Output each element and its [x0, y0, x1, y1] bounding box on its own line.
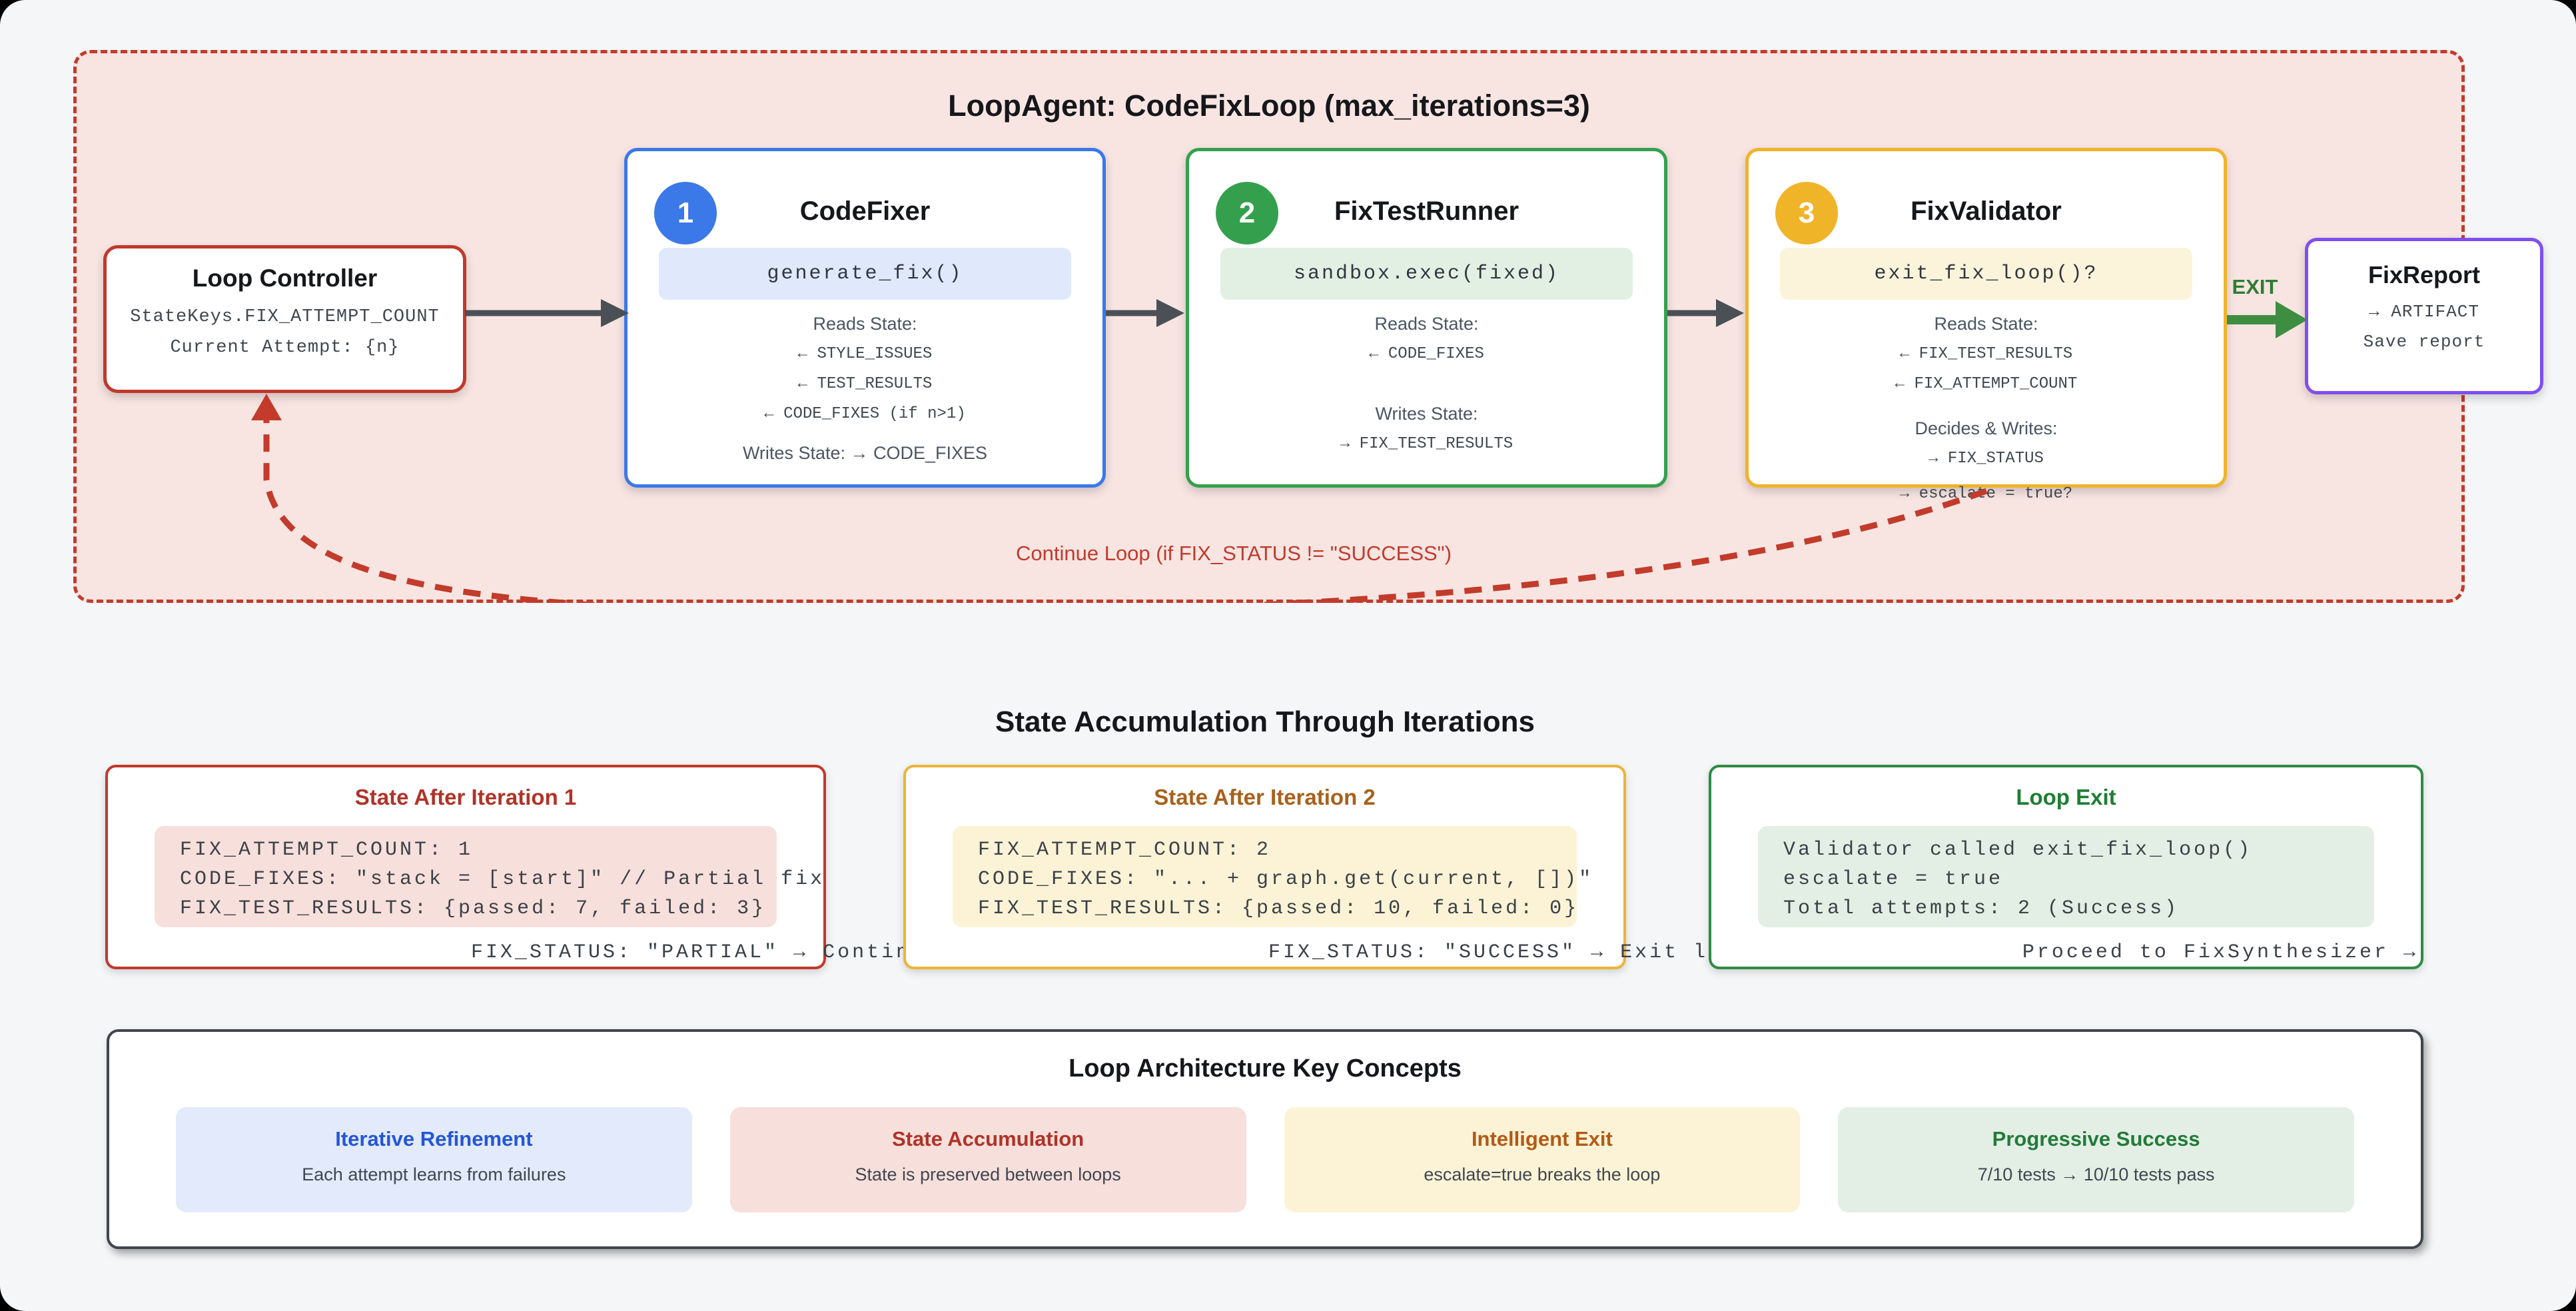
- concept-card-intelligent-exit: Intelligent Exit escalate=true breaks th…: [1284, 1107, 1801, 1212]
- code-line: FIX_TEST_RESULTS: {passed: 7, failed: 3}: [180, 897, 767, 920]
- concept-card-title: State Accumulation: [892, 1127, 1084, 1150]
- writes-item: → FIX_STATUS: [1929, 450, 2044, 468]
- agent-node-codefixer: 1 CodeFixer generate_fix() Reads State: …: [624, 148, 1106, 488]
- state-box-title: State After Iteration 2: [1154, 785, 1376, 809]
- concept-card-state-accumulation: State Accumulation State is preserved be…: [729, 1107, 1246, 1212]
- continue-loop-label: Continue Loop (if FIX_STATUS != "SUCCESS…: [1016, 542, 1452, 565]
- agent-title-codefixer: CodeFixer: [799, 197, 931, 226]
- fixreport-save: Save report: [2363, 332, 2485, 352]
- writes-item: → FIX_TEST_RESULTS: [1340, 435, 1513, 453]
- state-box-loop-exit: Loop Exit Validator called exit_fix_loop…: [1709, 765, 2423, 969]
- agent-node-fixtestrunner: 2 FixTestRunner sandbox.exec(fixed) Read…: [1186, 148, 1667, 488]
- writes-state-line: Writes State: → CODE_FIXES: [742, 443, 988, 463]
- agent-body: Reads State: ← CODE_FIXES Writes State: …: [1189, 309, 1664, 459]
- code-line: CODE_FIXES: "... + graph.get(current, []…: [978, 868, 1594, 891]
- loop-title: LoopAgent: CodeFixLoop (max_iterations=3…: [948, 89, 1590, 123]
- exit-label: EXIT: [2232, 275, 2278, 298]
- loop-controller-title: Loop Controller: [192, 264, 378, 292]
- step-badge-3: 3: [1775, 182, 1838, 244]
- state-code-block: FIX_ATTEMPT_COUNT: 2 CODE_FIXES: "... + …: [953, 826, 1594, 927]
- loop-controller-node: Loop Controller StateKeys.FIX_ATTEMPT_CO…: [103, 245, 466, 393]
- agent-body: Reads State: ← FIX_TEST_RESULTS ← FIX_AT…: [1749, 309, 2224, 509]
- fixreport-title: FixReport: [2367, 261, 2480, 288]
- step-badge-2: 2: [1216, 182, 1278, 244]
- state-footer-line: Proceed to FixSynthesizer →: [2022, 941, 2418, 964]
- code-line: FIX_ATTEMPT_COUNT: 2: [978, 839, 1272, 861]
- key-concepts-box: Loop Architecture Key Concepts Iterative…: [107, 1029, 2423, 1249]
- loop-agent-container: LoopAgent: CodeFixLoop (max_iterations=3…: [73, 50, 2543, 603]
- reads-item: ← STYLE_ISSUES: [797, 345, 933, 363]
- step-badge-1: 1: [654, 182, 717, 244]
- code-line: escalate = true: [1783, 868, 2004, 891]
- agent-code-pill: sandbox.exec(fixed): [1220, 248, 1633, 300]
- loop-back-arrow: [251, 394, 1988, 603]
- concept-card-title: Progressive Success: [1992, 1127, 2200, 1150]
- code-line: FIX_ATTEMPT_COUNT: 1: [180, 839, 474, 861]
- concept-card-subtitle: State is preserved between loops: [855, 1164, 1121, 1184]
- state-box-iteration-1: State After Iteration 1 FIX_ATTEMPT_COUN…: [105, 765, 1011, 969]
- reads-item: ← FIX_ATTEMPT_COUNT: [1895, 375, 2078, 393]
- concept-card-subtitle: 7/10 tests → 10/10 tests pass: [1977, 1164, 2215, 1184]
- agent-code-pill: exit_fix_loop()?: [1780, 248, 2192, 300]
- reads-item: ← FIX_TEST_RESULTS: [1899, 345, 2073, 363]
- fixreport-artifact: → ARTIFACT: [2368, 302, 2480, 322]
- escalate-line: → escalate = true?: [1899, 485, 2073, 503]
- state-section-title: State Accumulation Through Iterations: [995, 705, 1535, 738]
- reads-item: ← CODE_FIXES (if n>1): [764, 405, 966, 423]
- exit-arrow: [2227, 301, 2308, 338]
- fixreport-node: FixReport → ARTIFACT Save report: [2305, 238, 2543, 394]
- concept-card-subtitle: Each attempt learns from failures: [302, 1164, 566, 1184]
- spacer: [1189, 369, 1664, 399]
- loop-controller-statekey: StateKeys.FIX_ATTEMPT_COUNT: [130, 307, 440, 327]
- code-line: CODE_FIXES: "stack = [start]" // Partial…: [180, 868, 825, 891]
- concept-card-iterative-refinement: Iterative Refinement Each attempt learns…: [176, 1107, 692, 1212]
- reads-state-label: Reads State:: [1934, 314, 2038, 334]
- key-concepts-title: Loop Architecture Key Concepts: [1069, 1055, 1462, 1083]
- state-box-iteration-2: State After Iteration 2 FIX_ATTEMPT_COUN…: [903, 765, 1749, 969]
- code-line: Validator called exit_fix_loop(): [1783, 839, 2253, 861]
- agent-code-pill: generate_fix(): [659, 248, 1071, 300]
- flow-arrow-2: [1106, 299, 1184, 327]
- flow-arrow-1: [465, 299, 629, 327]
- concept-card-subtitle: escalate=true breaks the loop: [1424, 1164, 1661, 1184]
- decides-writes-label: Decides & Writes:: [1915, 418, 2058, 438]
- concept-card-title: Iterative Refinement: [335, 1127, 533, 1150]
- writes-state-label: Writes State:: [1375, 404, 1478, 424]
- spacer: [1749, 399, 2224, 414]
- concept-card-progressive-success: Progressive Success 7/10 tests → 10/10 t…: [1838, 1107, 2354, 1212]
- flow-arrow-3: [1667, 299, 1744, 327]
- state-code-block: Validator called exit_fix_loop() escalat…: [1758, 826, 2374, 927]
- concept-cards-row: Iterative Refinement Each attempt learns…: [176, 1107, 2354, 1212]
- loop-controller-attempt: Current Attempt: {n}: [170, 338, 400, 358]
- state-code-block: FIX_ATTEMPT_COUNT: 1 CODE_FIXES: "stack …: [155, 826, 825, 927]
- state-box-title: State After Iteration 1: [354, 785, 577, 809]
- agent-body: Reads State: ← STYLE_ISSUES ← TEST_RESUL…: [628, 309, 1102, 468]
- concept-card-title: Intelligent Exit: [1471, 1127, 1613, 1150]
- code-line: FIX_TEST_RESULTS: {passed: 10, failed: 0…: [978, 897, 1579, 920]
- reads-item: ← CODE_FIXES: [1369, 345, 1484, 363]
- agent-title-fixtestrunner: FixTestRunner: [1334, 197, 1519, 226]
- reads-state-label: Reads State:: [813, 314, 917, 334]
- reads-state-label: Reads State:: [1374, 314, 1479, 334]
- agent-title-fixvalidator: FixValidator: [1911, 197, 2062, 226]
- state-footer-line: FIX_STATUS: "SUCCESS" → Exit loop: [1268, 941, 1753, 964]
- state-box-title: Loop Exit: [2016, 785, 2116, 809]
- code-line: Total attempts: 2 (Success): [1783, 897, 2180, 920]
- reads-item: ← TEST_RESULTS: [797, 375, 933, 393]
- agent-node-fixvalidator: 3 FixValidator exit_fix_loop()? Reads St…: [1745, 148, 2227, 503]
